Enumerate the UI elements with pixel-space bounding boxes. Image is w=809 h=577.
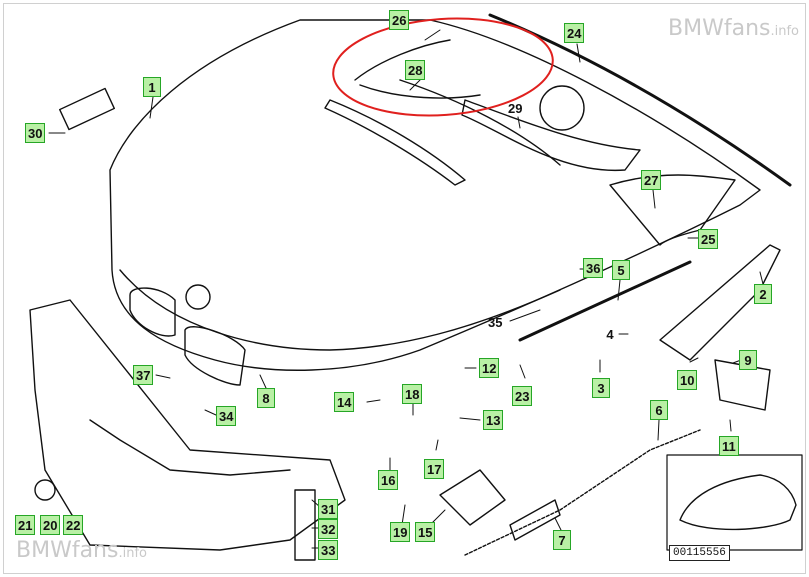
callout-20[interactable]: 20 [40,515,61,535]
callout-17[interactable]: 17 [424,459,445,479]
callout-15[interactable]: 15 [415,522,436,542]
watermark-suffix: .info [118,546,147,561]
callout-26[interactable]: 26 [389,10,410,30]
callout-5[interactable]: 5 [612,260,630,280]
callout-18[interactable]: 18 [402,384,423,404]
callout-8[interactable]: 8 [257,388,275,408]
callout-23[interactable]: 23 [512,386,533,406]
callout-6[interactable]: 6 [650,400,668,420]
trim-piece-30 [58,87,116,131]
callout-36[interactable]: 36 [583,258,604,278]
release-cable [464,429,701,556]
callout-2[interactable]: 2 [754,284,772,304]
diagram-frame [3,3,806,574]
watermark-bottom: BMWfans.info [16,538,147,563]
callout-22[interactable]: 22 [63,515,84,535]
highlight-ellipse [332,17,554,117]
callout-7[interactable]: 7 [553,530,571,550]
gas-strut [518,260,692,342]
engine-hood [109,19,761,371]
callout-34[interactable]: 34 [216,406,237,426]
rubber-stop [34,479,56,501]
reinforcement-bracket [509,499,561,541]
cable-clip-detail [539,85,585,131]
callout-19[interactable]: 19 [390,522,411,542]
callout-31[interactable]: 31 [318,499,339,519]
watermark-brand: BMWfans [16,538,119,563]
callout-25[interactable]: 25 [698,229,719,249]
callout-9[interactable]: 9 [739,350,757,370]
hood-front-edge [119,269,561,351]
callout-13[interactable]: 13 [483,410,504,430]
watermark-top: BMWfans.info [668,16,799,41]
front-carrier-inner [89,419,291,476]
watermark-suffix: .info [770,24,799,39]
front-seal [354,39,481,99]
hood-hinge [659,244,781,361]
watermark-brand: BMWfans [668,16,771,41]
hood-vent-left [324,99,466,186]
callout-30[interactable]: 30 [25,123,46,143]
hood-insulation [461,99,641,172]
document-id: 00115556 [669,545,730,561]
vehicle-inset-frame [666,454,803,551]
bmw-roundel [185,284,211,310]
callout-29[interactable]: 29 [508,100,523,116]
callout-37[interactable]: 37 [133,365,154,385]
vehicle-inset-car [679,474,797,531]
callout-21[interactable]: 21 [15,515,36,535]
callout-3[interactable]: 3 [592,378,610,398]
callout-11[interactable]: 11 [719,436,739,456]
callout-35[interactable]: 35 [488,314,503,330]
callout-33[interactable]: 33 [318,540,339,560]
callout-10[interactable]: 10 [677,370,698,390]
callout-12[interactable]: 12 [479,358,500,378]
callout-32[interactable]: 32 [318,519,339,539]
adjusting-buffer [294,489,316,561]
hood-lock [439,469,506,526]
callout-24[interactable]: 24 [564,23,585,43]
hood-grille-right [184,326,246,386]
callout-1[interactable]: 1 [143,77,161,97]
callout-14[interactable]: 14 [334,392,355,412]
callout-4[interactable]: 4 [606,326,614,342]
callout-27[interactable]: 27 [641,170,662,190]
callout-16[interactable]: 16 [378,470,399,490]
hood-vent-right [399,79,561,166]
callout-28[interactable]: 28 [405,60,426,80]
front-carrier [29,299,346,551]
hood-grille-left [129,287,176,337]
